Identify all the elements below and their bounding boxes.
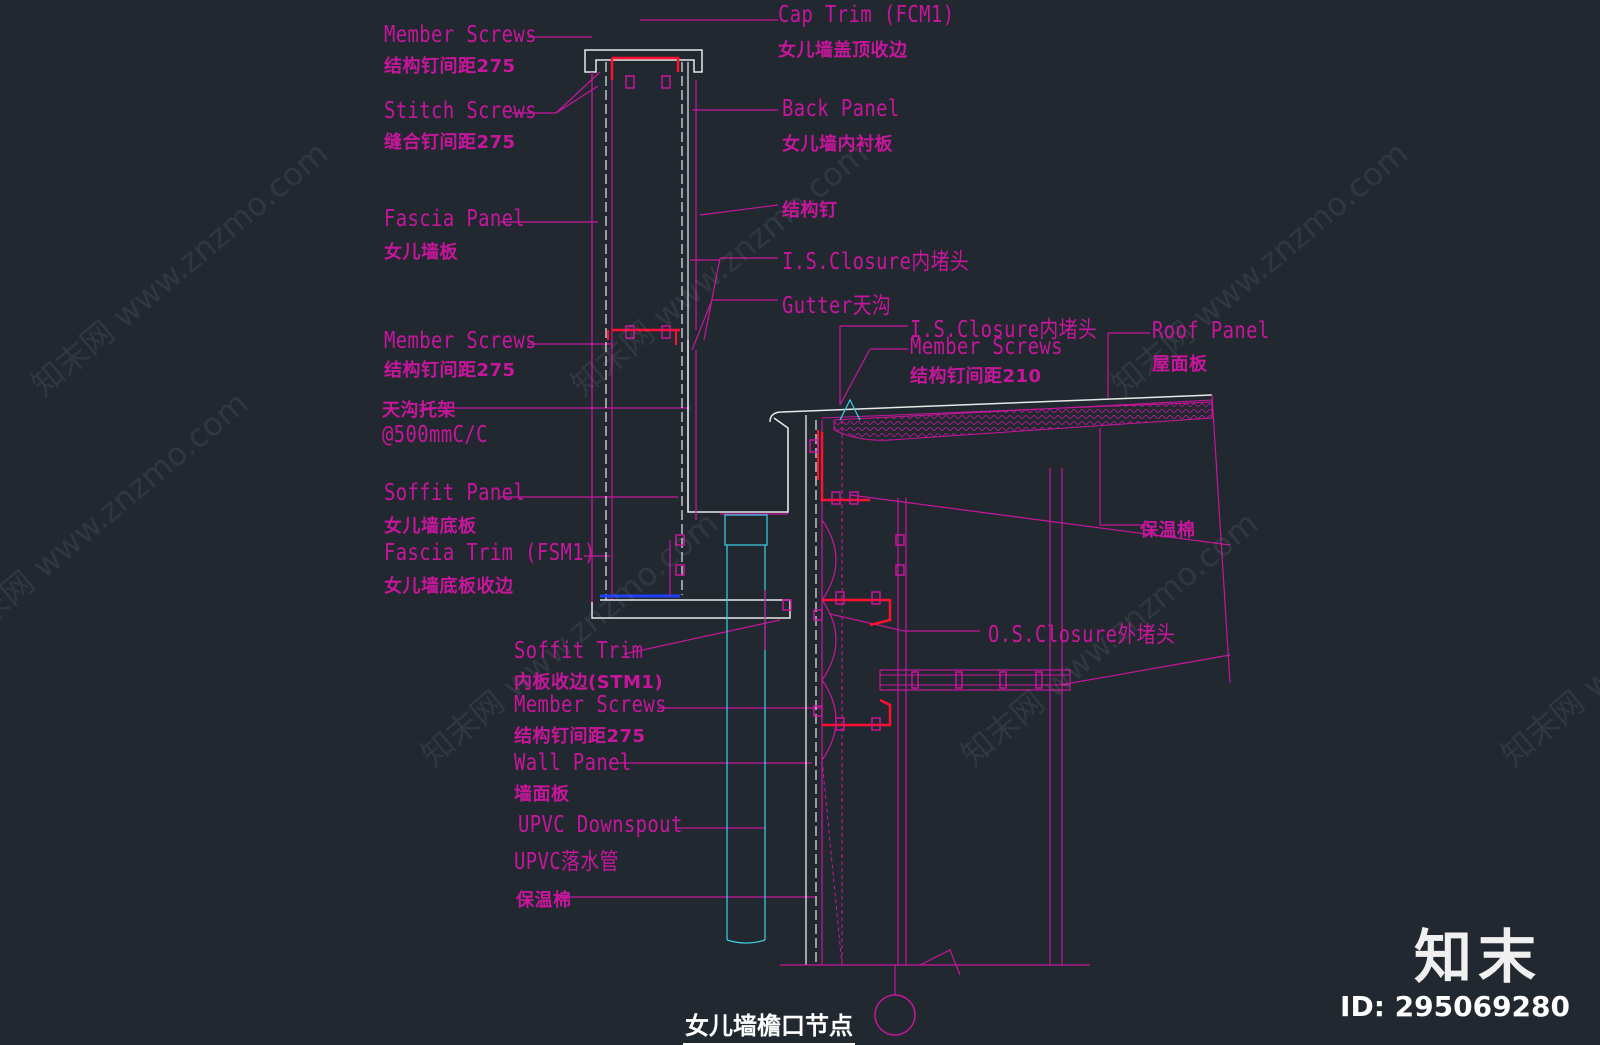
label-insulation-1: 保温棉 <box>1140 520 1196 541</box>
drawing-title: 女儿墙檐口节点 <box>683 1006 855 1045</box>
label-member-screws-4: Member Screws <box>514 692 667 718</box>
label-insulation-2: 保温棉 <box>516 890 572 911</box>
label-back-panel-cn: 女儿墙内衬板 <box>782 134 893 155</box>
label-soffit-trim: Soffit Trim <box>514 638 644 664</box>
label-member-screws-2: Member Screws <box>910 334 1063 360</box>
label-member-screws-1-cn: 结构钉间距275 <box>384 56 516 77</box>
wall <box>780 415 1090 1036</box>
label-member-screws-2-cn: 结构钉间距210 <box>910 366 1042 387</box>
label-soffit-trim-cn: 内板收边(STM1) <box>514 672 664 693</box>
label-wall-panel: Wall Panel <box>514 750 632 776</box>
brand-id: ID: 295069280 <box>1340 990 1570 1023</box>
label-back-panel: Back Panel <box>782 96 900 122</box>
label-member-screws-4-cn: 结构钉间距275 <box>514 726 646 747</box>
label-soffit-panel: Soffit Panel <box>384 480 526 506</box>
gutter <box>687 340 789 520</box>
label-gutter-bracket: 天沟托架 <box>382 400 456 421</box>
label-is-closure-1: I.S.Closure内堵头 <box>782 249 970 275</box>
label-is-closure-2: I.S.Closure内堵头 <box>910 317 1098 343</box>
label-fascia-panel-cn: 女儿墙板 <box>384 242 458 263</box>
label-downspout-cn: UPVC落水管 <box>514 849 619 875</box>
label-member-screws-3: Member Screws <box>384 328 537 354</box>
label-stitch-screws: Stitch Screws <box>384 98 537 124</box>
label-member-screws-1: Member Screws <box>384 22 537 48</box>
label-member-screws-3-cn: 结构钉间距275 <box>384 360 516 381</box>
label-downspout: UPVC Downspout <box>518 812 683 838</box>
label-soffit-panel-cn: 女儿墙底板 <box>384 516 477 537</box>
label-os-closure: O.S.Closure外堵头 <box>988 622 1176 648</box>
parapet <box>584 49 791 619</box>
label-cap-trim-cn: 女儿墙盖顶收边 <box>778 40 908 61</box>
label-fascia-panel: Fascia Panel <box>384 206 526 232</box>
label-struct-nail: 结构钉 <box>782 200 838 221</box>
label-wall-panel-cn: 墙面板 <box>514 784 570 805</box>
label-roof-panel-cn: 屋面板 <box>1152 354 1208 375</box>
label-stitch-screws-cn: 缝合钉间距275 <box>384 132 516 153</box>
label-gutter: Gutter天沟 <box>782 293 892 319</box>
roof <box>769 394 1231 686</box>
label-fascia-trim-cn: 女儿墙底板收边 <box>384 576 514 597</box>
brand-logo: 知末 <box>1413 923 1542 991</box>
label-roof-panel: Roof Panel <box>1152 318 1270 344</box>
label-gutter-bracket-spacing: @500mmC/C <box>382 422 488 448</box>
label-cap-trim: Cap Trim (FCM1) <box>778 2 955 28</box>
downspout <box>724 514 768 944</box>
fasteners <box>625 75 1043 731</box>
label-fascia-trim: Fascia Trim (FSM1) <box>384 540 596 566</box>
